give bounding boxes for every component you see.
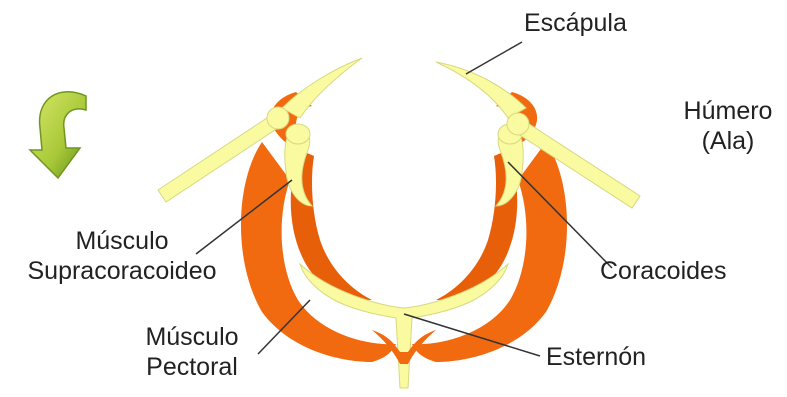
label-coracoides: Coracoides bbox=[600, 256, 726, 286]
label-escapula: Escápula bbox=[524, 8, 627, 38]
scapula-right bbox=[436, 62, 526, 118]
label-supracoracoideo-line2: Supracoracoideo bbox=[22, 256, 222, 286]
label-pectoral-line1: Músculo bbox=[140, 322, 244, 352]
scapula-left bbox=[282, 58, 362, 118]
label-humero-line1: Húmero bbox=[678, 96, 778, 126]
label-humero-line2: (Ala) bbox=[678, 126, 778, 156]
label-pectoral-line2: Pectoral bbox=[140, 352, 244, 382]
label-esternon: Esternón bbox=[546, 342, 646, 372]
label-supracoracoideo-line1: Músculo bbox=[22, 226, 222, 256]
curved-arrow-icon bbox=[30, 92, 86, 178]
label-humero: Húmero (Ala) bbox=[678, 96, 778, 156]
label-pectoral: Músculo Pectoral bbox=[140, 322, 244, 382]
label-supracoracoideo: Músculo Supracoracoideo bbox=[22, 226, 222, 286]
leader-line-escapula bbox=[466, 42, 522, 74]
